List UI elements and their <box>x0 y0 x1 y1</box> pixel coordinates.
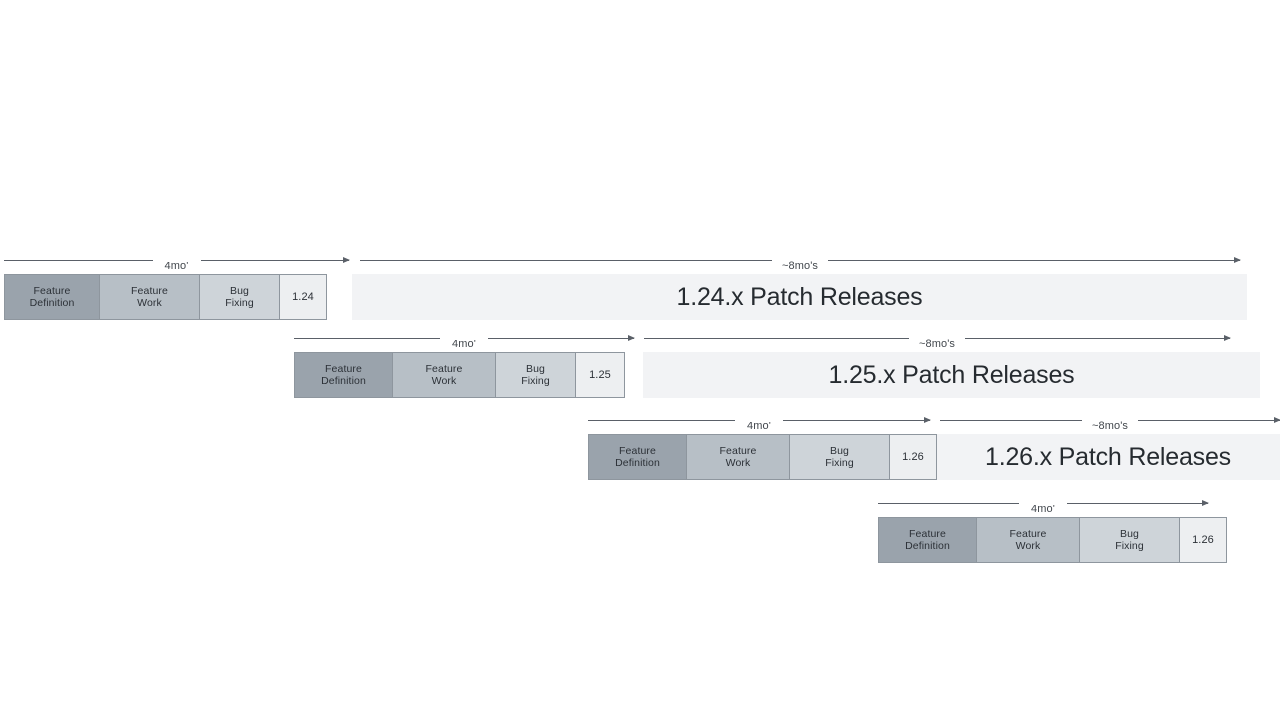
arrow-head-icon <box>924 417 931 423</box>
patch-duration-label: ~8mo's <box>781 260 819 272</box>
phase-label-line2: Fixing <box>225 297 254 309</box>
phase-label-line1: Bug <box>830 444 849 457</box>
patch-duration-label: ~8mo's <box>918 338 956 350</box>
phase-label-line2: Fixing <box>825 457 854 469</box>
phase-label-line2: Definition <box>615 457 660 469</box>
version-label: 1.26 <box>1192 533 1214 546</box>
phase-label-line1: Feature <box>131 284 168 297</box>
phase-label-line2: Work <box>431 375 457 387</box>
phase-label-line1: Feature <box>619 444 656 457</box>
phase-label-line2: Fixing <box>1115 540 1144 552</box>
development-duration-label: 4mo' <box>164 260 189 272</box>
phase-label-line1: Bug <box>526 362 545 375</box>
patch-releases-band: 1.25.x Patch Releases <box>643 352 1260 398</box>
phase-label-line2: Definition <box>321 375 366 387</box>
phase-label-line2: Definition <box>29 297 75 309</box>
phase-label-line2: Fixing <box>521 375 550 387</box>
phase-label-line1: Feature <box>909 527 946 540</box>
arrow-label-gap <box>909 336 965 340</box>
phase-label-line2: Definition <box>905 540 950 552</box>
arrow-label-gap <box>440 336 488 340</box>
phase-label-line1: Feature <box>325 362 362 375</box>
phase-label-line1: Bug <box>1120 527 1139 540</box>
development-duration-label: 4mo' <box>1031 503 1055 515</box>
phase-version-box: 1.26 <box>1179 517 1227 563</box>
arrow-label-gap <box>152 258 201 262</box>
phase-label-line2: Work <box>725 457 751 469</box>
phase-label-line1: Feature <box>425 362 463 375</box>
patch-releases-band: 1.26.x Patch Releases <box>936 434 1280 480</box>
arrow-label-gap <box>735 418 783 422</box>
phase-version-box: 1.26 <box>889 434 937 480</box>
timeline-ruler: 4mo' ~8mo's <box>294 326 1260 352</box>
arrow-label-gap <box>1019 501 1067 505</box>
phase-label-line1: Feature <box>1009 527 1047 540</box>
arrow-head-icon <box>1202 500 1209 506</box>
patch-releases-label: 1.26.x Patch Releases <box>985 443 1231 471</box>
patch-releases-label: 1.24.x Patch Releases <box>676 283 923 311</box>
phase-label-line1: Feature <box>33 284 71 297</box>
timeline-ruler: 4mo' ~8mo's <box>4 248 1247 274</box>
phase-version-box: 1.24 <box>279 274 327 320</box>
development-duration-label: 4mo' <box>747 420 771 432</box>
development-duration-label: 4mo' <box>452 338 476 350</box>
arrow-head-icon <box>343 257 350 263</box>
phase-label-line2: Work <box>137 297 162 309</box>
patch-releases-label: 1.25.x Patch Releases <box>828 361 1075 389</box>
timeline-ruler: 4mo' <box>878 491 1230 517</box>
arrow-head-icon <box>1274 417 1280 423</box>
phase-version-box: 1.25 <box>575 352 625 398</box>
timeline-ruler: 4mo' ~8mo's <box>588 408 1280 434</box>
version-label: 1.26 <box>902 450 924 463</box>
arrow-head-icon <box>1234 257 1241 263</box>
arrow-label-gap <box>772 258 828 262</box>
version-label: 1.25 <box>589 368 611 381</box>
version-label: 1.24 <box>292 290 314 303</box>
arrow-label-gap <box>1082 418 1138 422</box>
phase-label-line1: Feature <box>719 444 757 457</box>
arrow-head-icon <box>1224 335 1231 341</box>
patch-duration-label: ~8mo's <box>1091 420 1129 432</box>
phase-label-line1: Bug <box>230 284 249 297</box>
patch-releases-band: 1.24.x Patch Releases <box>352 274 1247 320</box>
phase-label-line2: Work <box>1015 540 1041 552</box>
arrow-head-icon <box>628 335 635 341</box>
